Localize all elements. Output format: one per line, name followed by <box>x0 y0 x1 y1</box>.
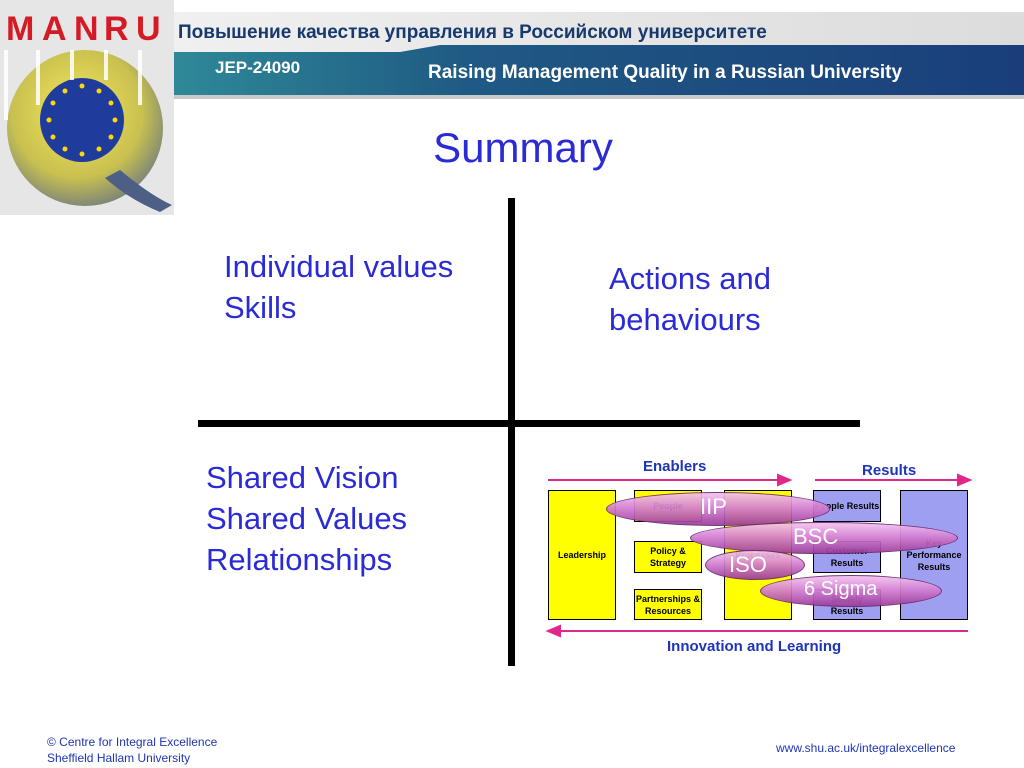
innovation-learning-label: Innovation and Learning <box>667 638 842 655</box>
quadrant-bottom-left: Shared Vision Shared Values Relationship… <box>206 457 407 580</box>
header-title-english: Raising Management Quality in a Russian … <box>428 62 903 83</box>
quadrant-text-line: Skills <box>224 290 297 325</box>
logo-letter-u: U <box>136 10 161 48</box>
six-sigma-label: 6 Sigma <box>804 578 878 600</box>
vertical-divider <box>508 198 515 666</box>
policy-strategy-box: Policy & Strategy <box>634 541 702 573</box>
bsc-label: BSC <box>793 524 839 549</box>
footer-copyright-line: Sheffield Hallam University <box>47 751 191 765</box>
partnerships-resources-box: Partnerships & Resources <box>634 589 702 620</box>
enablers-label: Enablers <box>643 458 707 475</box>
bsc-ellipse <box>690 522 958 554</box>
iso-ellipse <box>705 550 805 580</box>
quadrant-text-line: behaviours <box>609 302 761 337</box>
slide-title: Summary <box>433 124 613 171</box>
footer-copyright: © Centre for Integral Excellence Sheffie… <box>47 734 217 766</box>
logo-letter-m: M <box>6 10 35 48</box>
footer-url-link[interactable]: www.shu.ac.uk/integralexcellence <box>776 741 956 755</box>
iip-label: IIP <box>700 494 727 519</box>
logo-letter-n: N <box>74 10 99 48</box>
header-title-russian: Повышение качества управления в Российск… <box>178 22 767 43</box>
quadrant-text-line: Actions and <box>609 261 771 296</box>
quadrant-text-line: Shared Vision <box>206 460 399 495</box>
horizontal-divider <box>198 420 860 427</box>
quadrant-top-right: Actions and behaviours <box>609 258 771 340</box>
logo-letter-a: A <box>42 10 67 48</box>
header-project-code: JEP-24090 <box>215 58 301 77</box>
quadrant-text-line: Relationships <box>206 542 393 577</box>
model-arrows <box>545 473 973 638</box>
six-sigma-ellipse <box>760 575 942 607</box>
quadrant-text-line: Individual values <box>224 249 454 284</box>
iso-label: ISO <box>729 552 767 577</box>
quadrant-top-left: Individual values Skills <box>224 246 453 328</box>
iip-ellipse <box>606 492 830 526</box>
logo-letter-r: R <box>104 10 129 48</box>
leadership-box: Leadership <box>548 490 616 620</box>
quadrant-text-line: Shared Values <box>206 501 408 536</box>
footer-copyright-line: © Centre for Integral Excellence <box>47 735 218 749</box>
results-label: Results <box>862 462 917 479</box>
manru-logo <box>0 0 174 215</box>
